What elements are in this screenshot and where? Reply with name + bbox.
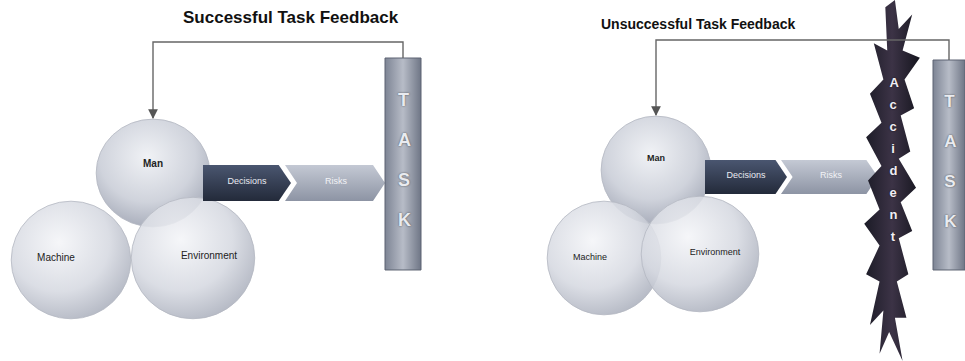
environment-circle: Environment — [130, 196, 256, 320]
shape-fill — [641, 196, 759, 312]
node-outline — [845, 0, 941, 361]
machine-circle: Machine — [10, 200, 132, 320]
node-label: Man — [600, 153, 712, 163]
feedback-connector — [153, 42, 403, 118]
node-label: Machine — [552, 252, 628, 262]
node-label: Risks — [797, 170, 865, 180]
shape-fill — [131, 197, 254, 319]
shape-fill — [285, 165, 385, 201]
shape-fill — [11, 201, 131, 319]
node-label: Accident — [889, 72, 896, 248]
feedback-connector — [656, 40, 949, 115]
risks-chevron: Risks — [285, 165, 385, 201]
edge-label: Unsuccessful Task Feedback — [598, 16, 798, 32]
shape-fill — [705, 160, 787, 194]
node-label: Decisions — [711, 170, 781, 180]
node-label: TASK — [944, 82, 953, 242]
node-label: Man — [95, 158, 211, 169]
shape-fill — [203, 165, 291, 201]
risks-chevron: Risks — [781, 160, 878, 194]
shape-fill — [864, 0, 920, 361]
decisions-chevron: Decisions — [705, 160, 787, 194]
node-outline — [933, 60, 965, 270]
node-label: Decisions — [209, 176, 285, 186]
task-bar: TASK — [933, 60, 965, 270]
shape-fill — [385, 58, 421, 270]
node-label: Environment — [672, 247, 758, 257]
node-label: Machine — [16, 252, 96, 263]
node-label: Environment — [164, 250, 254, 261]
shape-fill — [933, 60, 965, 270]
node-outline — [385, 58, 421, 270]
accident-burst: Accident — [845, 0, 941, 361]
node-label: TASK — [398, 80, 408, 240]
node-label: Risks — [301, 176, 371, 186]
environment-circle: Environment — [640, 195, 760, 313]
shape-fill — [781, 160, 878, 194]
decisions-chevron: Decisions — [203, 165, 291, 201]
task-bar: TASK — [385, 58, 421, 270]
edge-label: Successful Task Feedback — [180, 8, 401, 28]
